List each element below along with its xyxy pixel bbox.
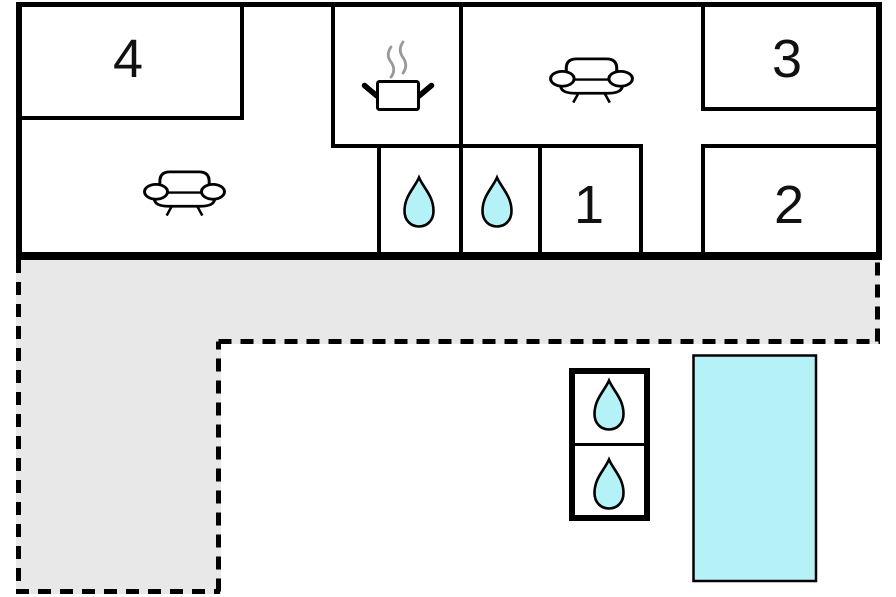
water-drop-icon — [403, 176, 435, 228]
room-1-label: 1 — [573, 175, 605, 235]
sofa-icon — [143, 170, 226, 218]
room-3-label: 3 — [771, 29, 803, 89]
swimming-pool — [692, 354, 818, 583]
terrace-area — [16, 256, 880, 594]
sofa-icon — [549, 57, 634, 105]
interior-walls — [16, 2, 882, 258]
room-2-label: 2 — [773, 175, 805, 235]
room-4-label: 4 — [112, 29, 144, 89]
water-drop-icon — [481, 176, 513, 228]
cooking-pot-icon — [361, 40, 435, 111]
house-outer-walls — [16, 2, 882, 260]
